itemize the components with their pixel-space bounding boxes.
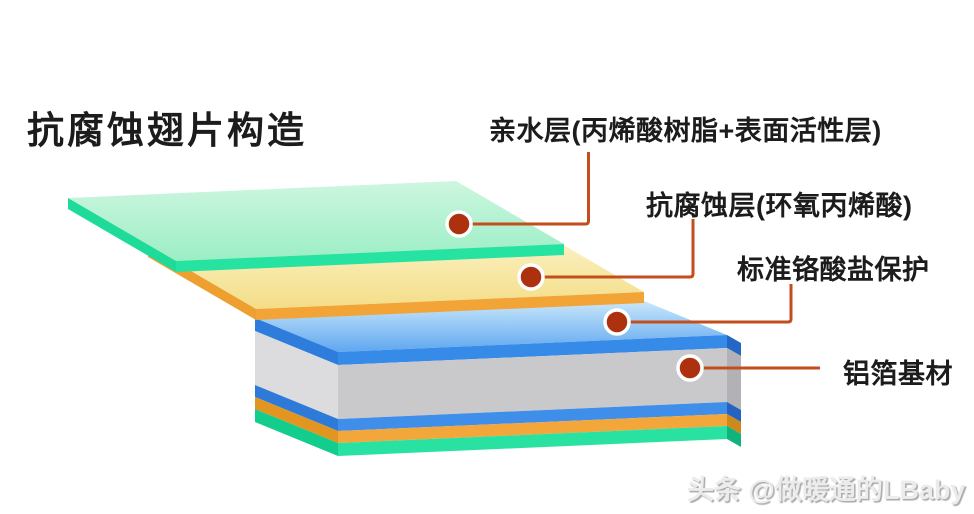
connector-hydrophilic: [459, 152, 590, 226]
layer-substrate-left-face: [255, 331, 338, 419]
layer-anticorrosion-bottom-left-face: [255, 397, 338, 443]
layer-hydrophilic-front-face: [176, 244, 564, 272]
label-hydrophilic: 亲水层(丙烯酸树脂+表面活性层): [489, 116, 882, 146]
layer-anticorrosion-bottom-right-face: [727, 414, 741, 434]
label-chromate: 标准铬酸盐保护: [737, 255, 930, 285]
page-title: 抗腐蚀翅片构造: [27, 110, 307, 151]
layer-hydrophilic-bottom: [255, 409, 741, 456]
connector-chromate: [617, 284, 793, 324]
point-markers: [445, 210, 704, 382]
label-substrate: 铝箔基材: [843, 359, 953, 389]
layer-hydrophilic-left-face: [68, 198, 176, 272]
layer-chromate-bottom-front-face: [338, 402, 727, 431]
layer-substrate: [255, 331, 741, 419]
layer-anticorrosion-front-face: [256, 292, 644, 320]
layer-chromate-bottom-right-face: [727, 402, 741, 422]
layer-chromate-bottom-left-face: [255, 385, 338, 431]
marker-anticorrosion: [517, 263, 545, 291]
layer-substrate-right-face: [727, 348, 741, 410]
layer-chromate-front-face: [338, 335, 727, 365]
watermark: 头条 @做暖通的LBaby: [687, 475, 966, 505]
layer-chromate-bottom: [255, 385, 741, 431]
label-anticorrosion: 抗腐蚀层(环氧丙烯酸): [646, 191, 913, 221]
layer-anticorrosion-bottom-front-face: [338, 414, 727, 443]
layer-hydrophilic-bottom-right-face: [727, 426, 741, 447]
layer-substrate-front-face: [338, 348, 727, 419]
layer-hydrophilic-top: [68, 181, 564, 261]
marker-hydrophilic: [445, 210, 473, 238]
layer-anticorrosion-bottom: [255, 397, 741, 443]
marker-chromate: [603, 308, 631, 336]
layer-chromate-left-face: [255, 318, 338, 365]
connector-anticorrosion: [531, 219, 695, 279]
layer-hydrophilic: [68, 181, 564, 272]
connector-lines: [459, 152, 820, 370]
layer-chromate-right-face: [727, 335, 741, 356]
layer-hydrophilic-bottom-front-face: [338, 426, 727, 456]
marker-substrate: [676, 354, 704, 382]
layer-hydrophilic-bottom-left-face: [255, 409, 338, 456]
